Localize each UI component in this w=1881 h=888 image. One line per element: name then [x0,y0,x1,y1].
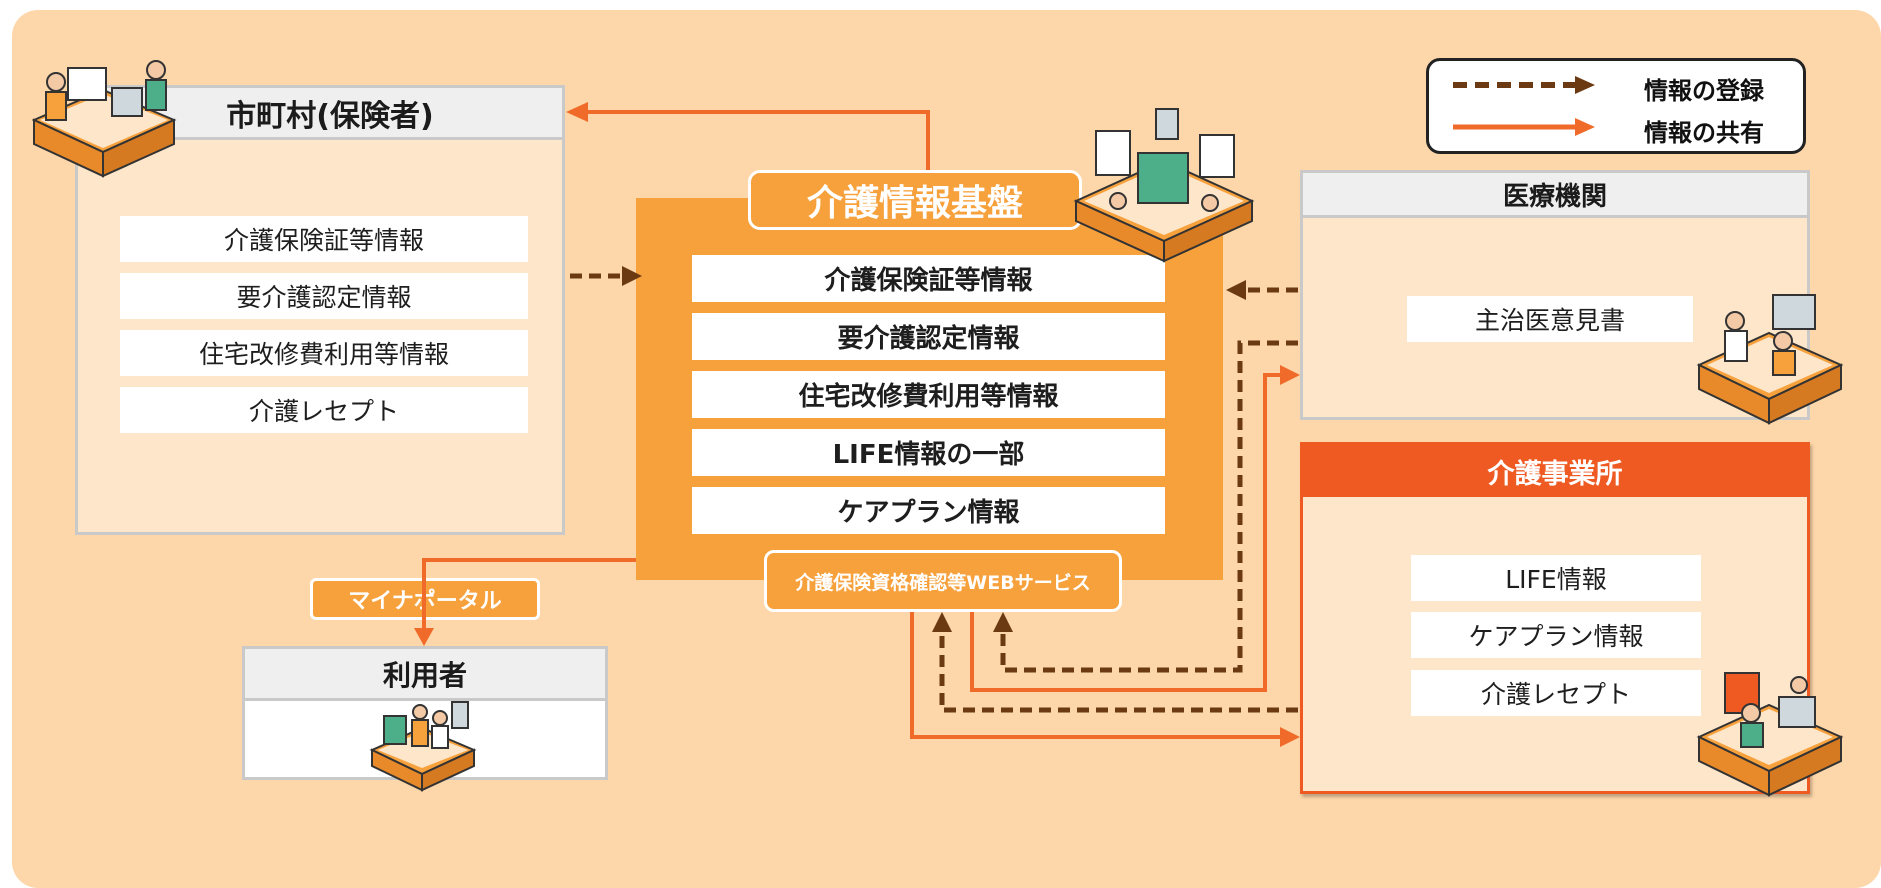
municipality-item: 介護保険証等情報 [120,216,528,262]
share-arrow-to-municipality-head [566,102,588,122]
medical-item: 主治医意見書 [1407,296,1693,342]
medical-title: 医療機関 [1303,173,1807,218]
register-arrow-from-medical-head [1226,280,1246,300]
register-arrow-sample [1453,76,1595,94]
platform-box: 介護保険証等情報 要介護認定情報 住宅改修費利用等情報 LIFE情報の一部 ケア… [636,198,1223,580]
municipality-office-illustration [31,60,177,178]
platform-item: LIFE情報の一部 [692,429,1165,476]
platform-item: 介護保険証等情報 [692,255,1165,302]
share-arrow-to-care-office-head [1280,727,1300,747]
share-arrow-to-care-office [910,612,1282,739]
care-office-title: 介護事業所 [1303,445,1807,497]
platform-item: 要介護認定情報 [692,313,1165,360]
platform-item: ケアプラン情報 [692,487,1165,534]
share-arrow-sample [1453,118,1595,136]
user-title: 利用者 [245,649,605,701]
municipality-item: 住宅改修費利用等情報 [120,330,528,376]
share-arrow-to-medical [970,373,1282,692]
medical-doctor-illustration [1696,294,1844,425]
platform-item: 住宅改修費利用等情報 [692,371,1165,418]
municipality-box: 市町村(保険者) 介護保険証等情報 要介護認定情報 住宅改修費利用等情報 介護レ… [75,85,565,535]
platform-city-illustration [1073,108,1255,263]
share-arrow-to-medical-head [1280,365,1300,385]
share-arrow-to-municipality [586,110,930,170]
municipality-item: 介護レセプト [120,387,528,433]
web-service-button[interactable]: 介護保険資格確認等WEBサービス [764,550,1122,612]
register-arrow-from-medical-to-web [1000,340,1298,673]
register-arrow-from-municipality-head [622,266,642,286]
legend-sharing-label: 情報の共有 [1644,119,1764,147]
care-office-item: 介護レセプト [1411,670,1701,716]
share-arrow-to-user [422,558,636,630]
share-arrow-to-user-head [414,628,434,646]
user-family-illustration [369,701,477,792]
care-office-box: 介護事業所 LIFE情報 ケアプラン情報 介護レセプト [1300,442,1810,794]
legend: 情報の登録 情報の共有 [1426,58,1806,154]
care-office-item: LIFE情報 [1411,555,1701,601]
register-arrow-from-care-office [939,628,1298,713]
register-arrow-from-care-office-head [932,612,952,632]
care-office-staff-illustration [1696,672,1844,797]
register-arrow-from-medical-to-web-head [993,612,1013,632]
municipality-item: 要介護認定情報 [120,273,528,319]
care-office-item: ケアプラン情報 [1411,612,1701,658]
legend-registration-label: 情報の登録 [1644,77,1764,105]
